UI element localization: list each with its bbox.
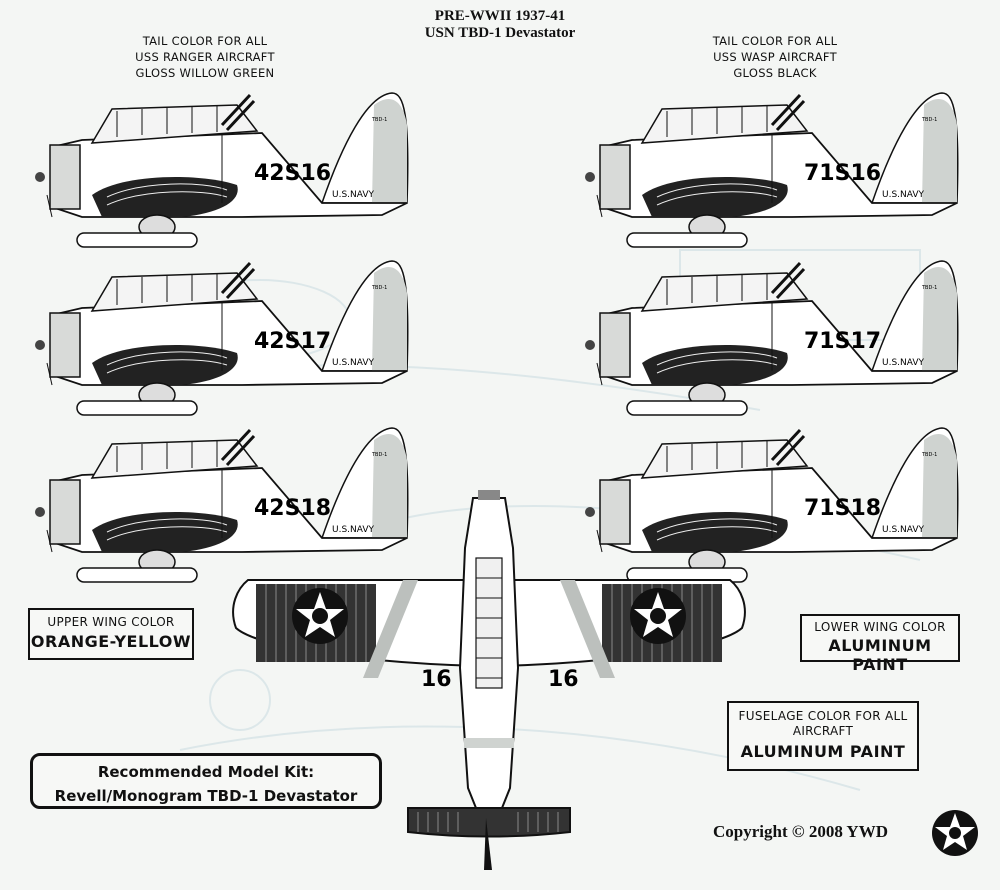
- tail-note-line: TAIL COLOR FOR ALL: [142, 34, 268, 48]
- star-roundel-icon: [932, 810, 978, 856]
- upper-wing-label: UPPER WING COLOR: [47, 615, 175, 629]
- navy-markings: U.S.NAVY: [332, 525, 374, 535]
- tail-note-line: TAIL COLOR FOR ALL: [712, 34, 838, 48]
- wing-number-left: 16: [421, 667, 452, 692]
- tail-note-wasp: TAIL COLOR FOR ALL USS WASP AIRCRAFT GLO…: [690, 33, 860, 81]
- tail-note-line: GLOSS BLACK: [733, 66, 817, 80]
- tail-note-ranger: TAIL COLOR FOR ALL USS RANGER AIRCRAFT G…: [120, 33, 290, 81]
- lower-wing-label: LOWER WING COLOR: [814, 620, 946, 634]
- aircraft-code: 71S16: [804, 161, 881, 186]
- fuselage-label-2: AIRCRAFT: [792, 724, 854, 738]
- page-title: PRE-WWII 1937-41: [434, 8, 566, 24]
- kit-line-2: Revell/Monogram TBD-1 Devastator: [54, 787, 358, 805]
- navy-markings: U.S.NAVY: [882, 358, 924, 368]
- page-subtitle: USN TBD-1 Devastator: [424, 25, 576, 41]
- tail-note-line: GLOSS WILLOW GREEN: [135, 66, 275, 80]
- kit-line-1: Recommended Model Kit:: [97, 763, 315, 781]
- fin-marking: TBD-1: [921, 285, 937, 291]
- recommended-kit-box: Recommended Model Kit: Revell/Monogram T…: [30, 753, 382, 809]
- lower-wing-value: ALUMINUM PAINT: [828, 636, 932, 674]
- aircraft-code: 71S17: [804, 329, 881, 354]
- fin-marking: TBD-1: [371, 285, 387, 291]
- upper-wing-value: ORANGE-YELLOW: [30, 632, 192, 651]
- top-view-aircraft: 16 16: [232, 490, 746, 870]
- fuselage-color-box: FUSELAGE COLOR FOR ALL AIRCRAFT ALUMINUM…: [727, 701, 919, 771]
- tail-note-line: USS WASP AIRCRAFT: [713, 50, 837, 64]
- fin-marking: TBD-1: [371, 117, 387, 123]
- tail-note-line: USS RANGER AIRCRAFT: [135, 50, 275, 64]
- copyright-text: Copyright © 2008 YWD: [713, 822, 888, 841]
- upper-wing-color-box: UPPER WING COLOR ORANGE-YELLOW: [28, 608, 194, 660]
- fuselage-value: ALUMINUM PAINT: [740, 742, 906, 761]
- fin-marking: TBD-1: [921, 117, 937, 123]
- navy-markings: U.S.NAVY: [882, 190, 924, 200]
- fuselage-label-1: FUSELAGE COLOR FOR ALL: [738, 709, 908, 723]
- aircraft-code: 42S16: [254, 161, 331, 186]
- aircraft-code: 71S18: [804, 496, 881, 521]
- aircraft-code: 42S18: [254, 496, 331, 521]
- aircraft-code: 42S17: [254, 329, 331, 354]
- wing-number-right: 16: [548, 667, 579, 692]
- navy-markings: U.S.NAVY: [332, 190, 374, 200]
- lower-wing-color-box: LOWER WING COLOR ALUMINUM PAINT: [800, 614, 960, 674]
- navy-markings: U.S.NAVY: [882, 525, 924, 535]
- navy-markings: U.S.NAVY: [332, 358, 374, 368]
- fin-marking: TBD-1: [921, 452, 937, 458]
- fin-marking: TBD-1: [371, 452, 387, 458]
